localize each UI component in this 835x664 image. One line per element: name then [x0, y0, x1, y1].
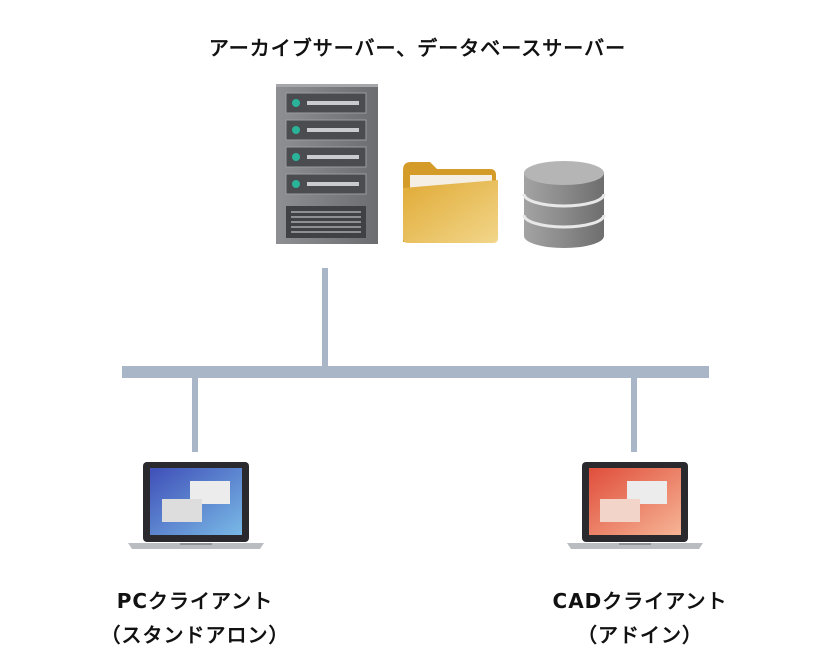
laptop-icon — [128, 462, 264, 549]
pc-client-label: PCクライアント （スタンドアロン） — [65, 584, 325, 652]
pc-client-type: （スタンドアロン） — [100, 623, 290, 647]
network-bus-line — [122, 366, 709, 378]
folder-icon — [403, 162, 498, 243]
cad-client-label: CADクライアント （アドイン） — [510, 584, 770, 652]
cad-drop-line — [631, 378, 637, 452]
server-rack-icon — [276, 84, 378, 244]
network-lines — [122, 268, 709, 452]
server-title: アーカイブサーバー、データベースサーバー — [208, 36, 627, 60]
database-icon — [522, 161, 606, 248]
pc-drop-line — [192, 378, 198, 452]
server-uplink-line — [322, 268, 328, 368]
cad-client-type: （アドイン） — [577, 623, 703, 647]
pc-client-name: PCクライアント — [116, 589, 274, 613]
cad-client-name: CADクライアント — [552, 589, 728, 613]
laptop-icon — [567, 462, 703, 549]
